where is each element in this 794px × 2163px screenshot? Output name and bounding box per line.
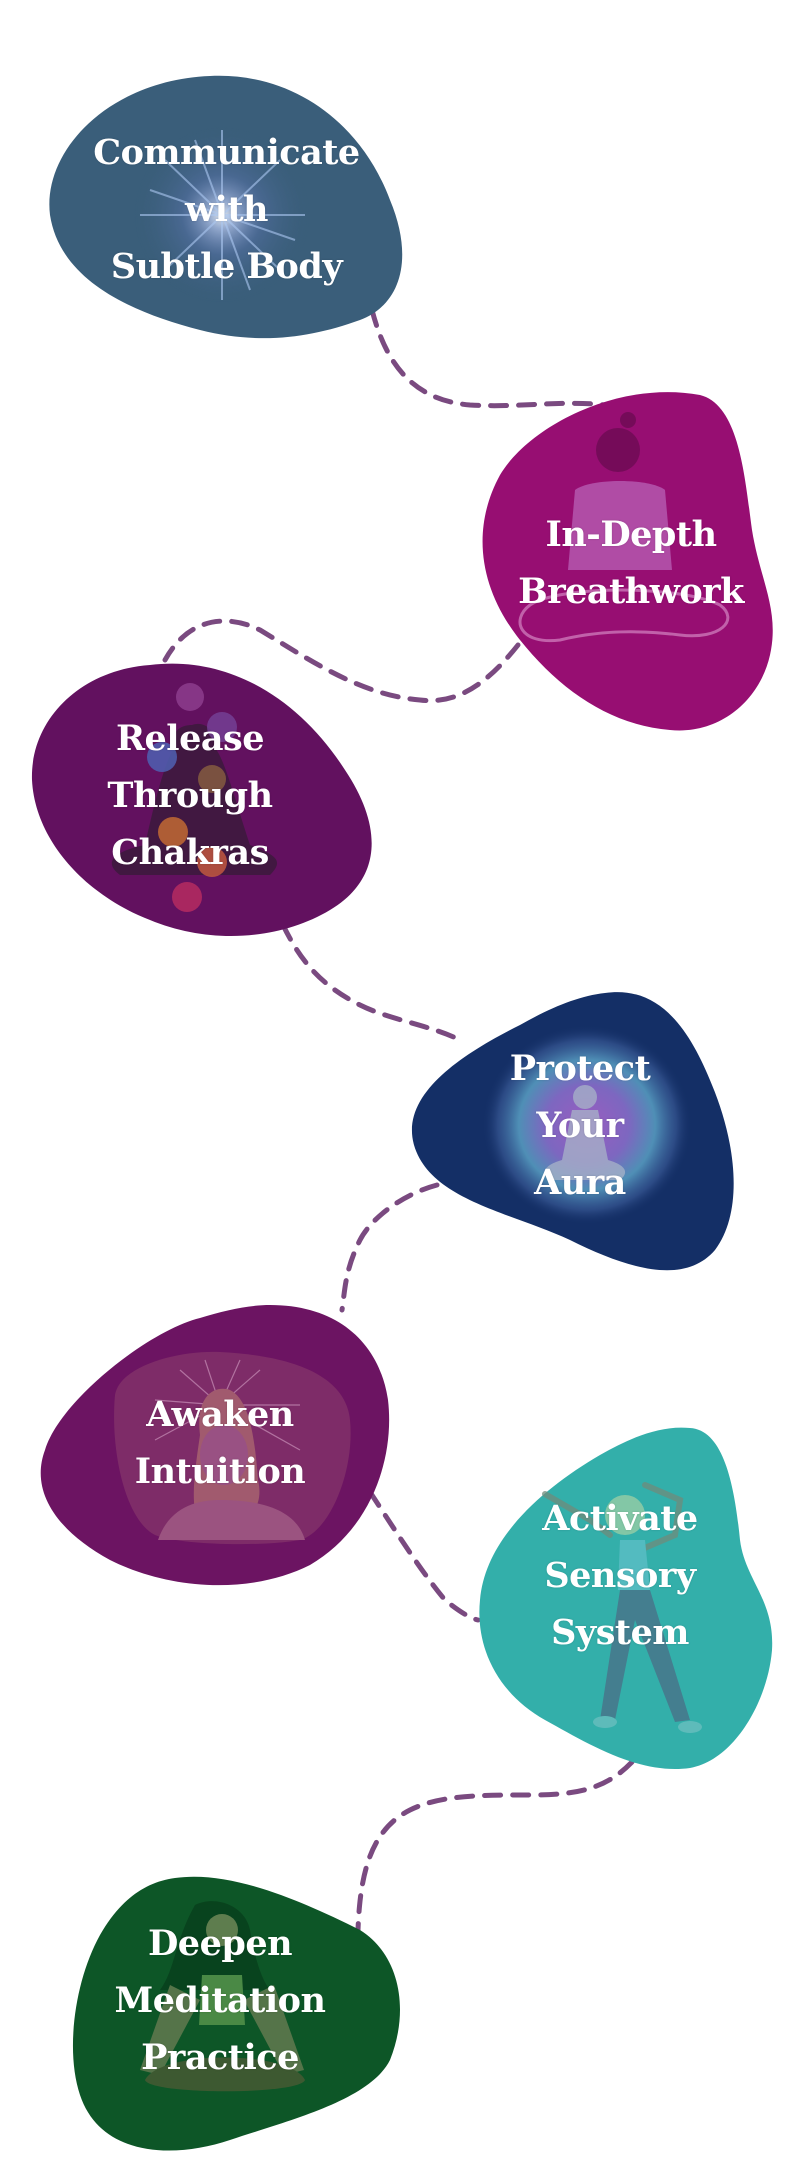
step-label-line: Intuition xyxy=(134,1450,306,1492)
step-label-line: Deepen xyxy=(147,1922,293,1964)
step-label-line: Chakras xyxy=(111,831,269,873)
step-chakras xyxy=(31,663,372,937)
step-label-meditation: Deepen Meditation Practice xyxy=(100,1915,340,2085)
step-label-line: Aura xyxy=(534,1161,626,1203)
step-label-line: In-Depth xyxy=(545,513,717,555)
step-meditation xyxy=(72,1876,400,2151)
step-intuition xyxy=(40,1305,390,1586)
step-label-line: Sensory xyxy=(544,1554,696,1596)
connectors xyxy=(162,307,635,1933)
step-label-line: Activate xyxy=(542,1497,698,1539)
step-label-line: with xyxy=(184,188,269,230)
step-label-subtle-body: Communicate with Subtle Body xyxy=(48,124,405,294)
step-label-line: System xyxy=(551,1611,689,1653)
step-breathwork xyxy=(482,392,773,731)
step-label-line: Practice xyxy=(141,2036,299,2078)
step-label-chakras: Release Through Chakras xyxy=(60,710,320,880)
seated-person-icon xyxy=(518,412,730,643)
connector-2-3 xyxy=(162,618,521,704)
connector-4-5 xyxy=(339,1182,440,1313)
step-label-line: Through xyxy=(107,774,273,816)
step-label-intuition: Awaken Intuition xyxy=(100,1385,340,1500)
step-label-line: Communicate xyxy=(93,131,360,173)
step-label-aura: Protect Your Aura xyxy=(480,1040,680,1210)
connector-6-7 xyxy=(355,1759,635,1933)
connector-3-4 xyxy=(280,922,463,1043)
starburst-icon xyxy=(132,125,312,305)
meditating-figure-icon xyxy=(544,1085,626,1180)
step-label-line: Meditation xyxy=(114,1979,326,2021)
step-aura xyxy=(411,992,734,1271)
step-label-line: Release xyxy=(115,717,265,759)
step-label-line: Awaken xyxy=(146,1393,294,1435)
step-label-sensory: Activate Sensory System xyxy=(520,1490,720,1660)
connector-5-6 xyxy=(367,1489,481,1623)
lotus-woman-icon xyxy=(140,1901,305,2092)
chakra-silhouette-icon xyxy=(111,683,278,912)
step-sensory xyxy=(479,1427,773,1770)
step-label-line: Protect xyxy=(509,1047,651,1089)
connector-1-2 xyxy=(369,307,608,409)
woman-radiating-icon xyxy=(114,1351,351,1545)
step-label-breathwork: In-Depth Breathwork xyxy=(500,505,762,620)
dancing-woman-icon xyxy=(542,1482,702,1733)
step-subtle-body xyxy=(49,75,403,339)
step-label-line: Your xyxy=(536,1104,624,1146)
step-label-line: Breathwork xyxy=(518,570,744,612)
step-label-line: Subtle Body xyxy=(110,245,343,287)
